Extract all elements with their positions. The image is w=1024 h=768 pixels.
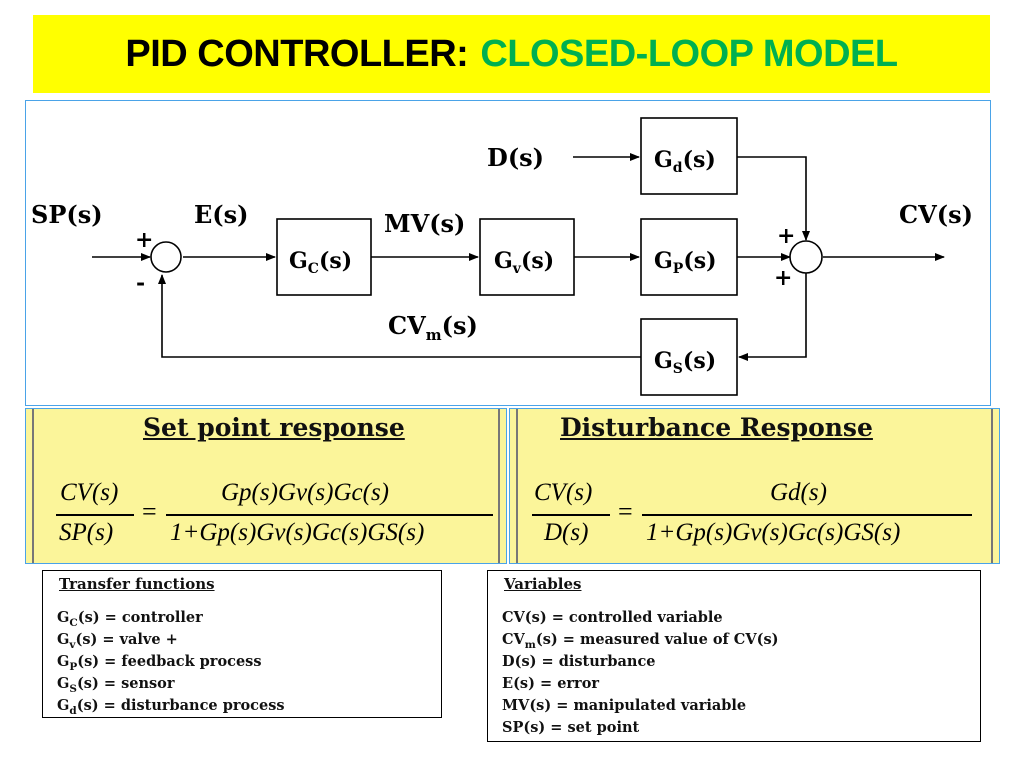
disturbance-rhs-numerator: Gd(s) [770, 479, 827, 506]
tf-row-disturbance: Gd(s) = disturbance process [57, 697, 285, 717]
slide-title: PID CONTROLLER: CLOSED-LOOP MODEL [33, 15, 990, 93]
transfer-functions-legend: Transfer functions GC(s) = controller Gv… [42, 570, 442, 718]
tf-row-sensor: GS(s) = sensor [57, 675, 175, 695]
tf-row-controller: GC(s) = controller [57, 609, 203, 629]
var-row-d: D(s) = disturbance [502, 653, 656, 670]
disturbance-lhs-fraction: CV(s) D(s) [532, 479, 612, 554]
disturbance-response-panel: Disturbance Response CV(s) D(s) = Gd(s) … [509, 408, 1000, 564]
var-row-e: E(s) = error [502, 675, 600, 692]
gd-block [640, 117, 738, 195]
disturbance-response-inner [516, 409, 993, 563]
gc-block-label: GC(s) [289, 248, 352, 277]
gd-to-sum-line [737, 156, 810, 241]
disturbance-equals: = [618, 497, 633, 526]
es-label: E(s) [194, 200, 249, 229]
var-row-sp: SP(s) = set point [502, 719, 640, 736]
var-row-cvm: CVm(s) = measured value of CV(s) [502, 631, 779, 651]
gc-block [276, 218, 372, 296]
setpoint-lhs-denominator: SP(s) [59, 519, 114, 546]
feedback-to-sensor-line [738, 273, 807, 361]
ds-label: D(s) [487, 143, 544, 172]
cv-label: CV(s) [899, 200, 973, 229]
mv-label: MV(s) [384, 209, 465, 238]
setpoint-response-panel: Set point response CV(s) SP(s) = Gp(s)Gv… [25, 408, 507, 564]
var-row-mv: MV(s) = manipulated variable [502, 697, 747, 714]
gd-block-label: Gd(s) [654, 147, 716, 176]
block-diagram: GC(s) Gv(s) GP(s) Gd(s) GS(s) SP(s) E(s)… [31, 117, 973, 396]
disturbance-rhs-fraction: Gd(s) 1+Gp(s)Gv(s)Gc(s)GS(s) [642, 479, 977, 554]
cvm-label: CVm(s) [388, 311, 478, 344]
disturbance-rhs-bar [642, 514, 972, 516]
setpoint-rhs-bar [166, 514, 493, 516]
setpoint-response-title: Set point response [143, 413, 405, 442]
transfer-functions-heading: Transfer functions [59, 575, 215, 593]
plus-sign-process: + [774, 265, 792, 291]
tf-row-valve: Gv(s) = valve + [57, 631, 178, 651]
gp-block-label: GP(s) [654, 248, 717, 277]
minus-sign-error: - [136, 270, 145, 296]
variables-legend: Variables CV(s) = controlled variable CV… [487, 570, 981, 742]
disturbance-lhs-bar [532, 514, 610, 516]
output-summing-junction [789, 240, 823, 274]
gv-block [479, 218, 575, 296]
disturbance-rhs-denominator: 1+Gp(s)Gv(s)Gc(s)GS(s) [646, 519, 901, 546]
setpoint-lhs-numerator: CV(s) [60, 479, 119, 506]
sensor-feedback-line [158, 274, 641, 358]
setpoint-rhs-fraction: Gp(s)Gv(s)Gc(s) 1+Gp(s)Gv(s)Gc(s)GS(s) [166, 479, 496, 554]
setpoint-rhs-numerator: Gp(s)Gv(s)Gc(s) [221, 479, 389, 506]
disturbance-lhs-numerator: CV(s) [534, 479, 593, 506]
disturbance-lhs-denominator: D(s) [544, 519, 589, 546]
var-row-cv: CV(s) = controlled variable [502, 609, 723, 626]
gv-block-label: Gv(s) [494, 248, 554, 277]
gp-block [640, 218, 738, 296]
plus-sign-disturbance: + [777, 223, 795, 249]
setpoint-equals: = [142, 497, 157, 526]
title-part-1: PID CONTROLLER: [125, 32, 469, 75]
tf-row-process: GP(s) = feedback process [57, 653, 262, 673]
setpoint-lhs-fraction: CV(s) SP(s) [56, 479, 136, 554]
sp-label: SP(s) [31, 200, 103, 229]
setpoint-response-inner [32, 409, 500, 563]
title-part-2: CLOSED-LOOP MODEL [480, 32, 898, 75]
setpoint-rhs-denominator: 1+Gp(s)Gv(s)Gc(s)GS(s) [170, 519, 425, 546]
gs-block [640, 318, 738, 396]
gs-block-label: GS(s) [654, 348, 716, 377]
plus-sign-error: + [135, 227, 153, 253]
error-summing-junction [150, 241, 182, 273]
variables-heading: Variables [504, 575, 582, 593]
setpoint-lhs-bar [56, 514, 134, 516]
disturbance-response-title: Disturbance Response [560, 413, 873, 442]
block-diagram-frame [25, 100, 991, 406]
